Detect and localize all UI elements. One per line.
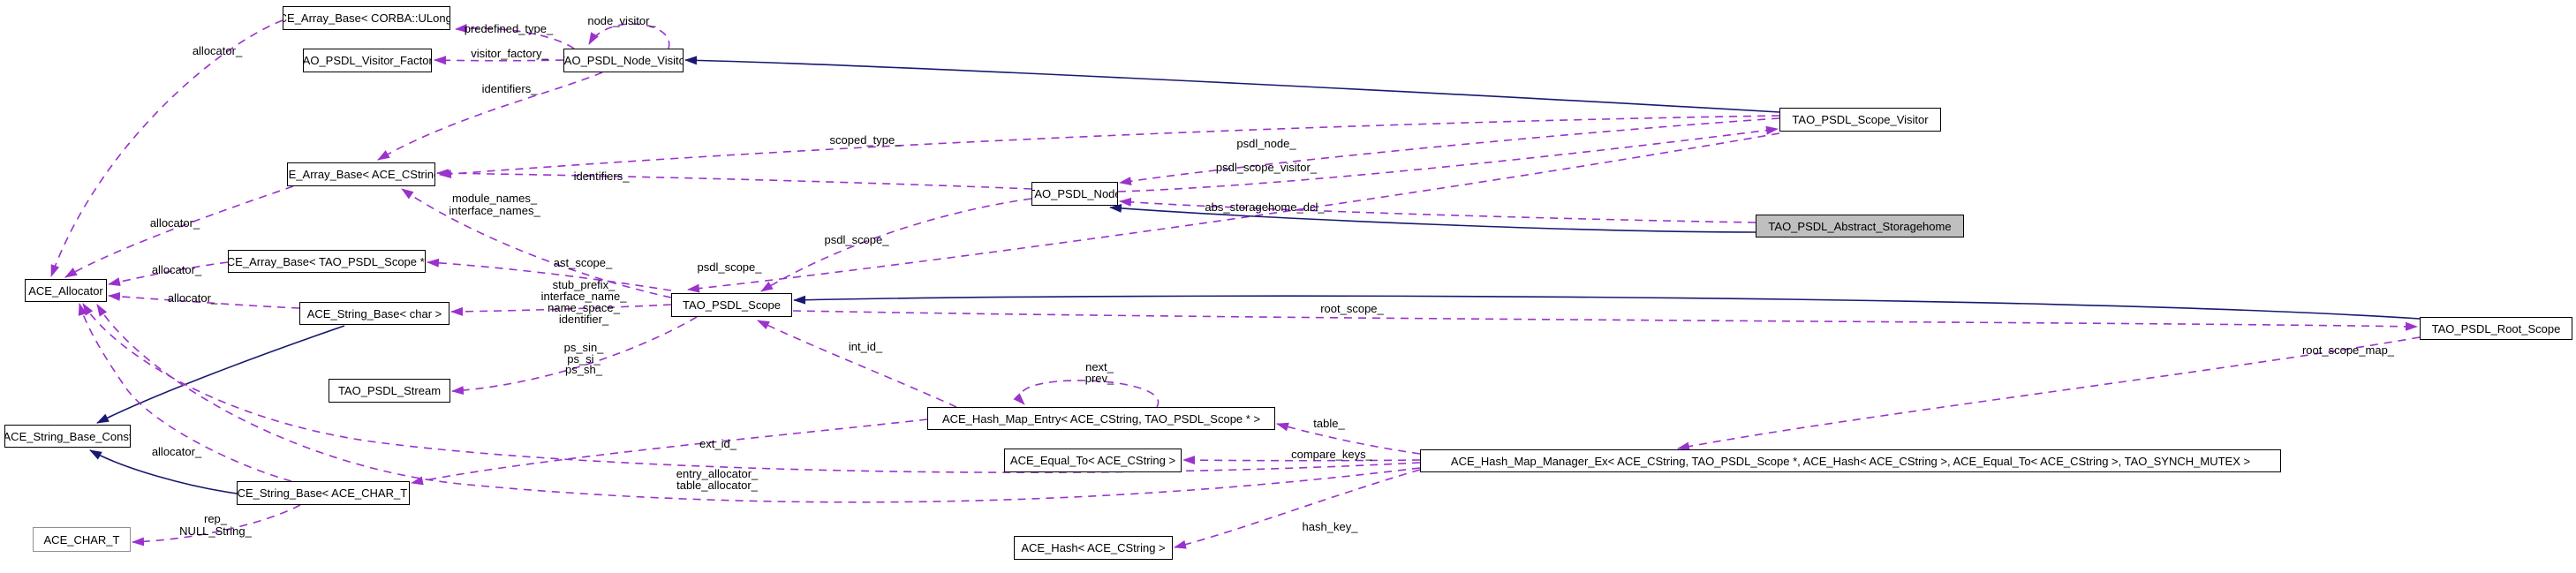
edge-psdl-scope-from-visitor-usage-arrow xyxy=(687,132,1780,293)
edge-compare-keys-usage-arrow xyxy=(1182,456,1421,465)
edge-inherit-rootscope-scope-inheritance-arrow xyxy=(793,295,2421,320)
edge-hash-key-usage-arrow xyxy=(1174,469,1421,549)
edge-visitor-factory-usage-arrow xyxy=(434,56,564,65)
class-node-tao-psdl-visitor-factory[interactable]: TAO_PSDL_Visitor_Factory xyxy=(303,49,432,72)
class-node-ace-hash-map-entry[interactable]: ACE_Hash_Map_Entry< ACE_CString, TAO_PSD… xyxy=(927,407,1275,430)
class-node-ace-array-base-scope-ptr[interactable]: ACE_Array_Base< TAO_PSDL_Scope * > xyxy=(228,250,426,273)
class-node-tao-psdl-root-scope[interactable]: TAO_PSDL_Root_Scope xyxy=(2420,317,2572,340)
edge-psdl-scope-visitor-usage-arrow xyxy=(1117,125,1779,192)
edge-next-prev-self-usage-arrow xyxy=(1013,380,1160,408)
class-node-ace-allocator[interactable]: ACE_Allocator xyxy=(25,279,107,302)
edge-entry-table-allocator-usage-arrow xyxy=(82,303,1421,473)
class-node-tao-psdl-node[interactable]: TAO_PSDL_Node xyxy=(1031,182,1118,206)
class-node-tao-psdl-scope-visitor[interactable]: TAO_PSDL_Scope_Visitor xyxy=(1779,108,1941,132)
edge-scoped-type-usage-arrow xyxy=(439,115,1780,178)
edge-allocator-string-char-t-usage-arrow xyxy=(78,303,292,482)
class-node-tao-psdl-stream[interactable]: TAO_PSDL_Stream xyxy=(329,379,450,403)
class-node-ace-array-base-ulong[interactable]: ACE_Array_Base< CORBA::ULong > xyxy=(283,6,450,30)
edge-table-usage-arrow xyxy=(1276,422,1421,455)
edge-psdl-scope-from-node-usage-arrow xyxy=(760,198,1032,292)
class-node-ace-string-base-char[interactable]: ACE_String_Base< char > xyxy=(299,302,449,325)
edge-abs-storagehome-dcl-usage-arrow xyxy=(1119,197,1756,223)
edge-allocator-string-char-usage-arrow xyxy=(108,291,300,309)
edge-root-scope-map-usage-arrow xyxy=(1677,336,2421,451)
edge-inherit-scopevis-nodevis-inheritance-arrow xyxy=(684,56,1780,113)
edge-stub-prefix-usage-arrow xyxy=(450,304,672,316)
class-node-ace-string-base-const[interactable]: ACE_String_Base_Const xyxy=(4,425,131,448)
edge-inherit-sbchart-const-inheritance-arrow xyxy=(89,449,238,494)
edge-module-names-usage-arrow xyxy=(401,188,672,298)
class-node-ace-hash-cstring[interactable]: ACE_Hash< ACE_CString > xyxy=(1014,536,1173,560)
class-node-ace-equal-to-cstring[interactable]: ACE_Equal_To< ACE_CString > xyxy=(1004,449,1182,472)
class-node-tao-psdl-abstract-storagehome: TAO_PSDL_Abstract_Storagehome xyxy=(1756,215,1964,237)
edge-ext-id-usage-arrow xyxy=(411,418,928,486)
class-node-ace-array-base-cstring[interactable]: ACE_Array_Base< ACE_CString > xyxy=(287,162,435,186)
edge-inherit-sbchar-const-inheritance-arrow xyxy=(96,325,345,424)
edge-ps-stream-usage-arrow xyxy=(451,316,698,396)
edge-int-id-usage-arrow xyxy=(757,320,957,408)
class-node-tao-psdl-node-visitor[interactable]: TAO_PSDL_Node_Visitor xyxy=(563,49,684,72)
edge-predefined-type-usage-arrow xyxy=(455,23,575,49)
class-node-tao-psdl-scope[interactable]: TAO_PSDL_Scope xyxy=(671,293,792,317)
edge-rep-null-string-usage-arrow xyxy=(132,504,301,547)
edge-node-visitor-self-usage-arrow xyxy=(588,23,670,49)
edge-root-scope-usage-arrow xyxy=(792,310,2418,331)
edge-inherit-storagehome-node-inheritance-arrow xyxy=(1109,203,1756,233)
edge-allocator-ulong-usage-arrow xyxy=(50,19,283,277)
class-node-ace-char-t: ACE_CHAR_T xyxy=(33,527,131,552)
edge-entry-table-allocator-b-usage-arrow xyxy=(96,304,1421,503)
edge-psdl-node-usage-arrow xyxy=(1119,117,1780,186)
edge-identifiers-nodevisitor-usage-arrow xyxy=(377,72,603,161)
class-node-ace-hash-map-manager-ex[interactable]: ACE_Hash_Map_Manager_Ex< ACE_CString, TA… xyxy=(1420,449,2281,472)
class-node-ace-string-base-char-t[interactable]: ACE_String_Base< ACE_CHAR_T > xyxy=(237,481,410,505)
edge-ast-scope-usage-arrow xyxy=(427,258,672,291)
edge-identifiers-node-usage-arrow xyxy=(436,169,1032,190)
edge-allocator-scope-array-usage-arrow xyxy=(108,261,229,286)
